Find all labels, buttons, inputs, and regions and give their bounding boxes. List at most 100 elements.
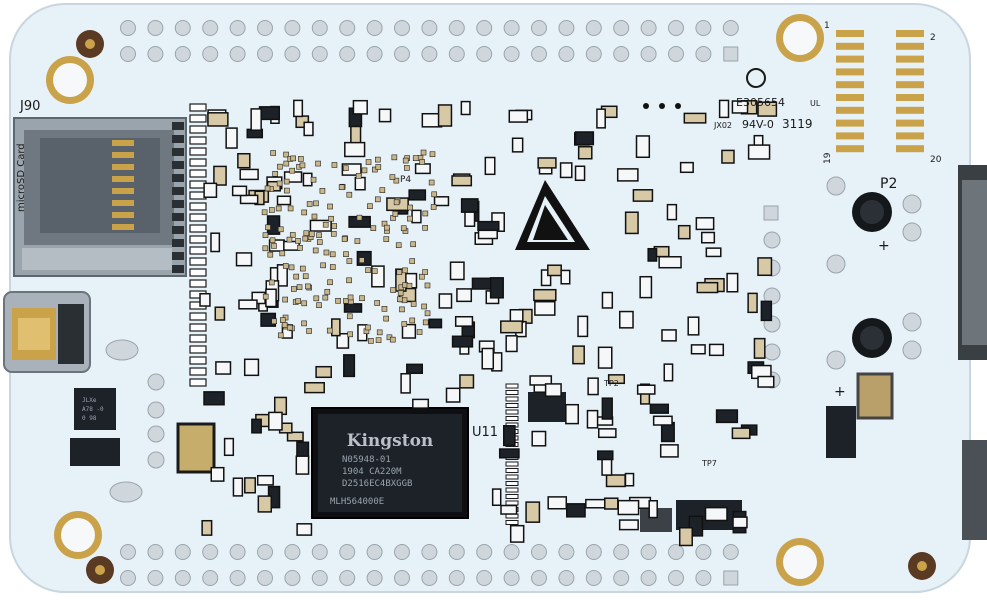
bga-pad: [277, 332, 284, 339]
bga-pad: [376, 329, 383, 336]
smd-pad: [505, 474, 519, 480]
smd-component: [471, 277, 493, 290]
smd-component: [687, 316, 700, 336]
smd-component: [565, 403, 580, 425]
bga-pad: [328, 215, 334, 222]
bga-pad: [301, 320, 307, 327]
smd-pad: [189, 202, 207, 211]
sd-contact: [112, 212, 134, 218]
bga-pad: [283, 160, 290, 167]
smd-pad: [189, 125, 207, 134]
smd-pad: [189, 103, 207, 112]
smd-component: [547, 264, 562, 277]
bga-pad: [269, 237, 276, 244]
bga-pad: [277, 163, 283, 170]
smd-component: [715, 409, 739, 424]
small-ic-right: [826, 406, 856, 458]
small-ic-mid: [528, 392, 566, 422]
header-pin: [174, 20, 191, 36]
bga-pad: [331, 162, 338, 168]
header-pin: [229, 570, 246, 586]
bga-pad: [282, 296, 289, 303]
smd-pad: [505, 416, 519, 421]
microsd-contacts: [112, 122, 184, 273]
bga-pad: [327, 279, 333, 286]
smd-component: [525, 501, 541, 523]
smd-pad: [505, 403, 519, 408]
bga-pad: [365, 267, 371, 273]
bga-pad: [331, 223, 338, 229]
header-pin: [394, 544, 410, 560]
smd-pad: [505, 390, 519, 395]
header-pin: [558, 46, 575, 62]
smd-pad: [189, 169, 207, 178]
bga-pad: [316, 239, 323, 245]
bga-pad: [347, 294, 354, 301]
header-pin: [174, 544, 191, 560]
smd-pad: [189, 378, 207, 387]
p2-pad: [836, 106, 864, 114]
p2-pad: [896, 68, 924, 76]
bga-pad: [282, 263, 289, 269]
smd-component: [303, 121, 314, 137]
power-button[interactable]: [852, 318, 892, 358]
label-pin-2: 2: [930, 33, 936, 43]
bga-pad: [281, 322, 288, 328]
smd-component: [489, 277, 504, 299]
smd-component: [624, 472, 635, 487]
smd-component: [477, 220, 500, 232]
smd-component: [412, 398, 430, 409]
bga-pad: [346, 277, 352, 284]
bga-pad: [391, 154, 398, 161]
smd-component: [199, 292, 211, 307]
th-pad-oval: [105, 339, 139, 361]
bga-pad: [375, 164, 382, 170]
smd-component: [661, 329, 677, 342]
label-jx02: JX02: [713, 121, 732, 130]
smd-component: [500, 320, 523, 334]
header-pin: [613, 20, 630, 36]
reset-button[interactable]: [852, 192, 892, 232]
bga-pad: [424, 282, 431, 289]
th-pad: [147, 451, 165, 469]
smd-component: [636, 384, 656, 395]
smd-component: [293, 99, 304, 118]
smd-component: [400, 373, 411, 394]
bga-pad: [354, 238, 361, 244]
smd-component: [251, 418, 262, 434]
header-pin: [558, 570, 575, 586]
smd-component: [296, 523, 313, 536]
bga-pad: [410, 301, 417, 307]
label-pin-20: 20: [930, 155, 942, 165]
smd-pad: [189, 356, 207, 365]
ram-line-1: N05948-01: [342, 455, 391, 465]
header-pin: [448, 570, 465, 586]
header-pin: [147, 544, 164, 560]
bga-pad: [422, 225, 428, 231]
smd-component: [250, 108, 262, 131]
bga-pad: [358, 257, 365, 263]
bga-pad: [261, 209, 268, 216]
header-pin: [585, 20, 602, 36]
smd-component: [708, 343, 725, 357]
sd-contact: [112, 188, 134, 194]
bga-pad: [288, 264, 295, 271]
th-pad-square: [763, 205, 779, 221]
bga-pad: [343, 298, 349, 304]
smd-component: [296, 441, 310, 459]
p2-pad: [836, 132, 864, 140]
header-pin: [394, 46, 410, 62]
smd-component: [586, 409, 599, 429]
bga-pad: [393, 199, 400, 206]
bga-pad: [431, 191, 438, 198]
smd-component: [597, 428, 617, 439]
th-pad: [902, 312, 922, 332]
smd-component: [537, 157, 557, 169]
label-tp2: TP2: [603, 379, 619, 388]
smd-component: [731, 427, 751, 440]
bga-pad: [374, 196, 381, 203]
bga-pad: [356, 214, 363, 221]
header-pin: [366, 570, 383, 586]
sd-frame-pad: [172, 226, 184, 234]
smd-component: [276, 264, 288, 287]
